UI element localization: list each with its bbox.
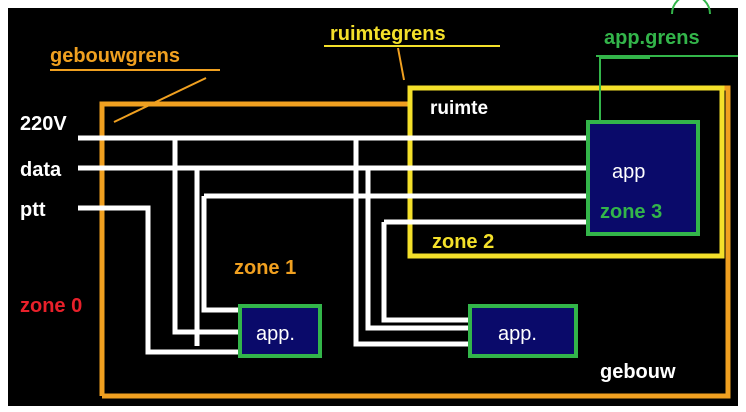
room-boundary	[407, 85, 725, 259]
label-data: data	[20, 159, 62, 181]
label-gebouwgrens: gebouwgrens	[50, 45, 180, 67]
label-app-right: app.	[498, 323, 537, 345]
corner-arc	[671, 0, 711, 15]
wires	[78, 135, 588, 355]
callout-app-grens	[599, 57, 650, 122]
label-ruimte: ruimte	[430, 98, 488, 119]
callout-gebouwgrens	[113, 77, 207, 123]
label-app-left: app.	[256, 323, 295, 345]
label-zone3: zone 3	[600, 201, 662, 223]
wire-ptt-drop-right	[381, 222, 470, 323]
label-zone1: zone 1	[234, 257, 296, 279]
callout-ruimtegrens	[397, 47, 405, 81]
label-app-main: app	[612, 161, 645, 183]
wire-ptt	[78, 205, 240, 355]
wire-220v-drop-right	[353, 138, 470, 347]
app-box-left	[238, 304, 322, 358]
label-gebouw: gebouw	[600, 361, 676, 383]
label-app-grens: app.grens	[604, 27, 700, 49]
label-ruimtegrens: ruimtegrens	[330, 23, 446, 45]
app-box-right	[468, 304, 578, 358]
label-zone2: zone 2	[432, 231, 494, 253]
label-zone0: zone 0	[20, 295, 82, 317]
wire-ptt-drop-left	[201, 196, 240, 313]
app-box-main	[586, 120, 700, 236]
label-220v: 220V	[20, 113, 67, 135]
wire-220v-drop-left	[172, 138, 240, 335]
wire-data-drop-right	[365, 168, 470, 331]
label-ptt: ptt	[20, 199, 46, 221]
